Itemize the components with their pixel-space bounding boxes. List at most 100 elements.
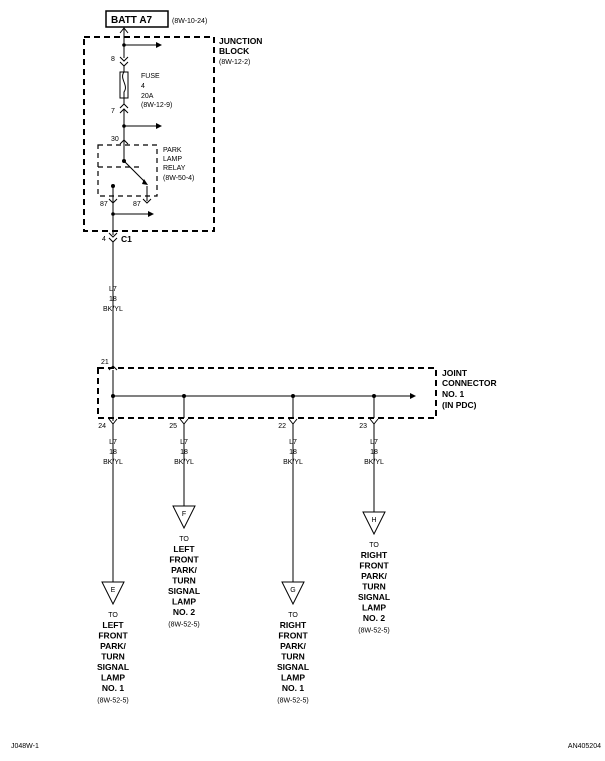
relay-ref: (8W-50-4) bbox=[163, 175, 194, 182]
joint-connector-title-3: NO. 1 bbox=[442, 389, 464, 399]
branch-connector-letter: G bbox=[290, 587, 295, 594]
branch-wire-code: L7 bbox=[289, 439, 297, 446]
branch-destination-line: SIGNAL bbox=[168, 586, 200, 596]
bus-node-2 bbox=[122, 124, 126, 128]
branch-connector-letter: F bbox=[182, 511, 186, 518]
branch-destination-line: PARK/ bbox=[280, 641, 306, 651]
branch-to-label: TO bbox=[179, 536, 189, 543]
fuse-number: 4 bbox=[141, 83, 145, 90]
branch-pin: 23 bbox=[359, 423, 367, 430]
fuse-rating: 20A bbox=[141, 93, 154, 100]
relay-label-1: PARK bbox=[163, 147, 182, 154]
fuse-pin-in: 8 bbox=[111, 56, 115, 63]
fuse-element bbox=[122, 71, 126, 98]
battery-feed-arrow bbox=[119, 27, 129, 34]
branch-wire-color: BK/YL bbox=[174, 459, 194, 466]
relay-outline bbox=[97, 144, 158, 197]
branch-destination-line: NO. 2 bbox=[173, 607, 195, 617]
main-wire-color: BK/YL bbox=[103, 306, 123, 313]
branch-connector-letter: E bbox=[111, 587, 116, 594]
branch-wire-gauge: 18 bbox=[370, 449, 378, 456]
battery-source-name: BATT A7 bbox=[111, 15, 153, 26]
branch-destination-line: TURN bbox=[101, 652, 125, 662]
fuse-pin-out-terminal-a bbox=[119, 103, 129, 109]
branch-group: 24L718BK/YLETOLEFTFRONTPARK/TURNSIGNALLA… bbox=[97, 394, 390, 705]
branch-pin: 24 bbox=[98, 423, 106, 430]
c1-name: C1 bbox=[121, 234, 132, 244]
relay-pin-30: 30 bbox=[111, 136, 119, 143]
branch-destination-line: FRONT bbox=[278, 631, 308, 641]
footer-left: J048W-1 bbox=[11, 743, 39, 750]
branch-destination-line: RIGHT bbox=[280, 620, 307, 630]
branch-connector-letter: H bbox=[371, 517, 376, 524]
branch-destination-line: TURN bbox=[362, 582, 386, 592]
branch-destination-line: NO. 2 bbox=[363, 613, 385, 623]
main-wire-gauge: 18 bbox=[109, 296, 117, 303]
branch-destination-line: LAMP bbox=[172, 597, 196, 607]
branch-destination-ref: (8W-52-5) bbox=[168, 622, 199, 629]
branch-pin: 22 bbox=[278, 423, 286, 430]
branch-destination-line: RIGHT bbox=[361, 550, 388, 560]
fuse-label: FUSE bbox=[141, 73, 160, 80]
relay-pin-87a-terminal bbox=[142, 198, 152, 204]
footer-right: AN405204 bbox=[567, 743, 601, 750]
branch-pin: 25 bbox=[169, 423, 177, 430]
branch-wire-code: L7 bbox=[180, 439, 188, 446]
branch-to-label: TO bbox=[108, 612, 118, 619]
fuse-ref: (8W-12-9) bbox=[141, 102, 172, 109]
joint-bus-arrow bbox=[410, 393, 416, 399]
branch-destination-line: FRONT bbox=[98, 631, 128, 641]
junction-block-title-2: BLOCK bbox=[219, 46, 250, 56]
branch-destination-line: FRONT bbox=[169, 555, 199, 565]
relay-pin-30-terminal bbox=[119, 139, 129, 145]
joint-connector-title-1: JOINT bbox=[442, 368, 468, 378]
branch-wire-code: L7 bbox=[109, 439, 117, 446]
branch-destination-line: PARK/ bbox=[100, 641, 126, 651]
battery-source-box bbox=[105, 10, 169, 28]
junction-block-ref: (8W-12-2) bbox=[219, 59, 250, 66]
branch-destination-line: PARK/ bbox=[171, 565, 197, 575]
branch-destination-line: FRONT bbox=[359, 561, 389, 571]
relay-switch-arm bbox=[123, 160, 147, 184]
branch-to-label: TO bbox=[369, 542, 379, 549]
branch-wire-color: BK/YL bbox=[103, 459, 123, 466]
relay-label-2: LAMP bbox=[163, 156, 182, 163]
branch-connector-triangle bbox=[362, 511, 386, 536]
branch-wire-code: L7 bbox=[370, 439, 378, 446]
branch-wire-gauge: 18 bbox=[180, 449, 188, 456]
joint-connector-title-4: (IN PDC) bbox=[442, 400, 477, 410]
relay-switch-tip bbox=[142, 179, 148, 185]
branch-destination-line: TURN bbox=[281, 652, 305, 662]
branch-destination-ref: (8W-52-5) bbox=[358, 628, 389, 635]
joint-connector-outline bbox=[97, 367, 437, 419]
branch-destination-line: SIGNAL bbox=[277, 662, 309, 672]
branch-destination-ref: (8W-52-5) bbox=[97, 698, 128, 705]
relay-pin-87: 87 bbox=[100, 201, 108, 208]
battery-source-ref: (8W-10-24) bbox=[172, 18, 207, 25]
branch-destination-line: LAMP bbox=[101, 673, 125, 683]
fuse-pin-in-terminal-b bbox=[119, 61, 129, 67]
c1-pin: 4 bbox=[102, 236, 106, 243]
branch-connector-triangle bbox=[281, 581, 305, 606]
branch-to-label: TO bbox=[288, 612, 298, 619]
bus-node-3 bbox=[111, 212, 115, 216]
relay-pin-87a: 87 bbox=[133, 201, 141, 208]
junction-block-title-1: JUNCTION bbox=[219, 36, 262, 46]
junction-block-outline bbox=[83, 36, 215, 232]
bus-arrow-1-head bbox=[156, 42, 162, 48]
branch-destination-line: SIGNAL bbox=[358, 592, 390, 602]
branch-terminal bbox=[369, 418, 379, 425]
branch-destination-line: LAMP bbox=[281, 673, 305, 683]
bus-node-1 bbox=[122, 43, 126, 47]
branch-wire-color: BK/YL bbox=[283, 459, 303, 466]
branch-destination-line: LEFT bbox=[102, 620, 124, 630]
branch-destination-line: NO. 1 bbox=[102, 683, 124, 693]
relay-label-3: RELAY bbox=[163, 165, 186, 172]
bus-arrow-3-head bbox=[148, 211, 154, 217]
c1-terminal-a bbox=[108, 232, 118, 238]
branch-destination-line: SIGNAL bbox=[97, 662, 129, 672]
joint-connector-pin-in: 21 bbox=[101, 359, 109, 366]
branch-connector-triangle bbox=[101, 581, 125, 606]
branch-destination-line: LAMP bbox=[362, 603, 386, 613]
